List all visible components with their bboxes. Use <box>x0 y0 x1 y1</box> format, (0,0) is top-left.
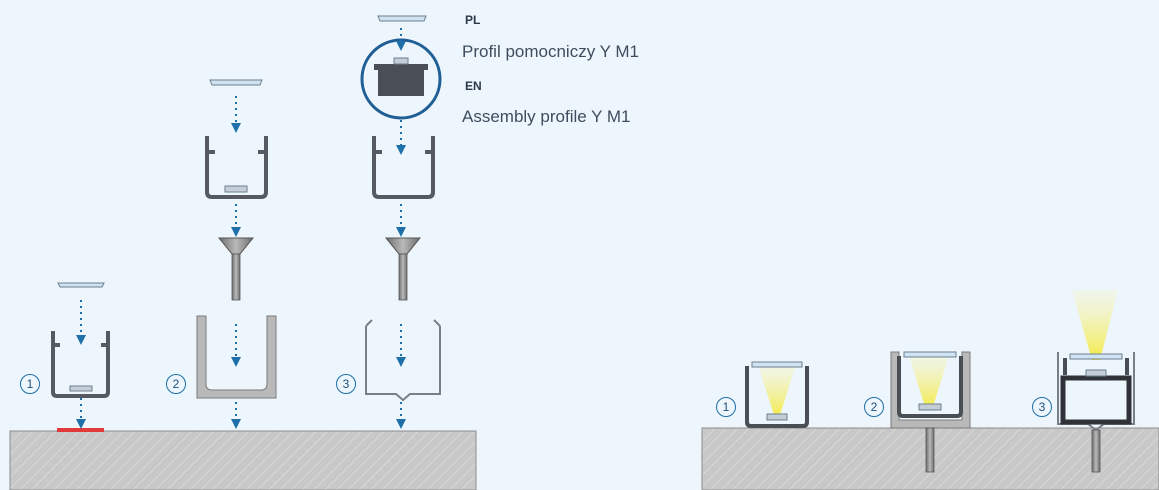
mounting-channel-2 <box>196 315 277 399</box>
diffuser-cover-2 <box>209 79 263 86</box>
adhesive-tape <box>57 428 104 432</box>
legend-en-text: Assembly profile Y M1 <box>462 107 631 126</box>
diffuser-cover-3 <box>377 15 427 22</box>
screw-3 <box>384 237 422 301</box>
led-strip-2 <box>224 185 248 193</box>
step-number-1: 1 <box>20 374 40 394</box>
step-number-3: 3 <box>336 374 356 394</box>
result-number-3: 3 <box>1032 397 1052 417</box>
left-mounting-surface <box>9 430 477 490</box>
step-number-2: 2 <box>166 374 186 394</box>
diffuser-cover-1 <box>57 282 105 288</box>
assembly-profile-detail <box>374 57 428 96</box>
result-number-2: 2 <box>864 397 884 417</box>
mounted-profile-2 <box>890 351 971 473</box>
assembly-channel-3 <box>365 319 441 402</box>
mounted-profile-1 <box>745 361 809 428</box>
led-strip-1 <box>69 385 93 392</box>
legend-en-code: EN <box>465 79 482 93</box>
legend-pl-text: Profil pomocniczy Y M1 <box>462 42 639 61</box>
mounted-profile-3 <box>1057 290 1135 473</box>
screw-2 <box>217 237 255 301</box>
aluminium-profile-1 <box>51 331 110 398</box>
legend-pl-code: PL <box>465 13 481 27</box>
aluminium-profile-2 <box>205 136 268 199</box>
aluminium-profile-3 <box>372 136 435 199</box>
result-number-1: 1 <box>716 397 736 417</box>
